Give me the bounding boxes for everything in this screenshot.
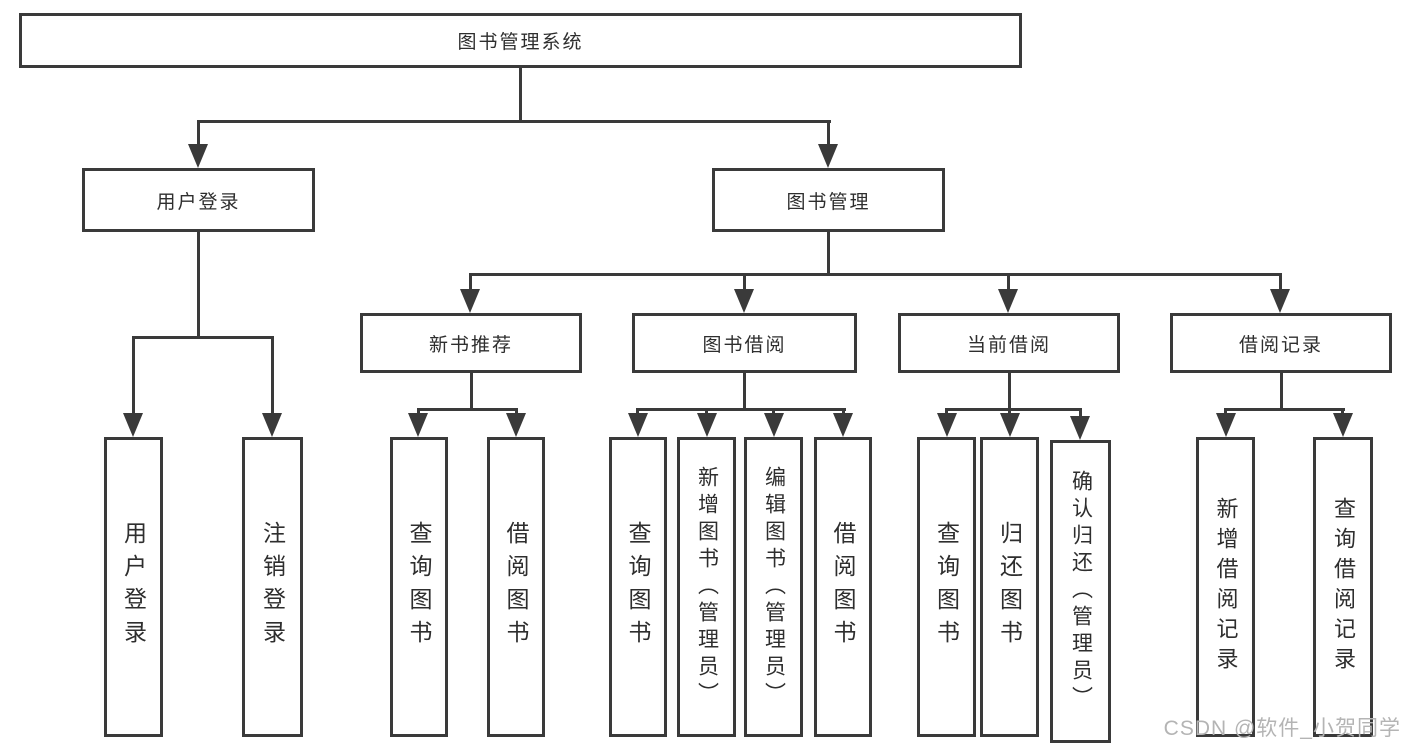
arrowhead-icon	[764, 413, 784, 437]
connector-line	[197, 232, 200, 336]
connector-line	[271, 336, 274, 413]
leaf-current-search-label: 查询图书	[933, 521, 960, 653]
leaf-record-search: 查询借阅记录	[1313, 437, 1373, 737]
leaf-current-return: 归还图书	[980, 437, 1039, 737]
node-current-borrow-label: 当前借阅	[966, 334, 1051, 356]
watermark: CSDN @软件_小贺同学	[1163, 717, 1401, 740]
connector-line	[1008, 373, 1011, 408]
node-book-management: 图书管理	[712, 168, 945, 232]
connector-line	[515, 408, 518, 413]
node-book-borrow: 图书借阅	[632, 313, 857, 373]
leaf-borrow-search-label: 查询图书	[625, 521, 651, 653]
leaf-newbook-search-label: 查询图书	[406, 521, 432, 653]
connector-line	[743, 373, 746, 408]
leaf-borrow-search: 查询图书	[609, 437, 667, 737]
leaf-borrow-add-admin: 新增图书（管理员）	[677, 437, 736, 737]
arrowhead-icon	[937, 413, 957, 437]
leaf-logout-label: 注销登录	[259, 521, 286, 653]
node-user-login-label: 用户登录	[156, 191, 241, 213]
connector-line	[636, 408, 846, 411]
node-current-borrow: 当前借阅	[898, 313, 1120, 373]
connector-line	[772, 408, 775, 413]
arrowhead-icon	[408, 413, 428, 437]
arrowhead-icon	[1000, 413, 1020, 437]
leaf-user-login-label: 用户登录	[120, 521, 147, 653]
connector-line	[842, 408, 845, 413]
connector-line	[945, 408, 948, 413]
connector-line	[1341, 408, 1344, 413]
connector-line	[197, 120, 831, 123]
node-root-label: 图书管理系统	[457, 32, 584, 53]
leaf-borrow-edit-admin: 编辑图书（管理员）	[744, 437, 803, 737]
arrowhead-icon	[833, 413, 853, 437]
arrowhead-icon	[1270, 289, 1290, 313]
arrowhead-icon	[998, 289, 1018, 313]
node-borrow-records: 借阅记录	[1170, 313, 1392, 373]
connector-line	[636, 408, 639, 413]
node-new-book-recommend-label: 新书推荐	[428, 334, 513, 356]
connector-line	[945, 408, 1082, 411]
connector-line	[417, 408, 518, 411]
connector-line	[519, 68, 522, 120]
node-new-book-recommend: 新书推荐	[360, 313, 582, 373]
leaf-newbook-borrow-label: 借阅图书	[503, 521, 529, 653]
arrowhead-icon	[1216, 413, 1236, 437]
connector-line	[470, 373, 473, 408]
node-book-management-label: 图书管理	[786, 191, 871, 213]
leaf-newbook-borrow: 借阅图书	[487, 437, 545, 737]
arrowhead-icon	[506, 413, 526, 437]
leaf-current-confirm-admin-label: 确认归还（管理员）	[1069, 470, 1093, 713]
connector-line	[1224, 408, 1345, 411]
node-root: 图书管理系统	[19, 13, 1022, 68]
arrowhead-icon	[1333, 413, 1353, 437]
arrowhead-icon	[818, 144, 838, 168]
node-book-borrow-label: 图书借阅	[702, 334, 787, 356]
connector-line	[827, 232, 830, 273]
arrowhead-icon	[123, 413, 143, 437]
leaf-user-login: 用户登录	[104, 437, 163, 737]
connector-line	[197, 121, 200, 144]
leaf-borrow-add-admin-label: 新增图书（管理员）	[695, 465, 719, 709]
node-borrow-records-label: 借阅记录	[1238, 334, 1323, 356]
leaf-borrow-borrow: 借阅图书	[814, 437, 872, 737]
connector-line	[1008, 408, 1011, 413]
leaf-current-confirm-admin: 确认归还（管理员）	[1050, 440, 1111, 743]
leaf-record-add: 新增借阅记录	[1196, 437, 1255, 737]
connector-line	[827, 121, 830, 144]
connector-line	[417, 408, 420, 413]
leaf-record-add-label: 新增借阅记录	[1213, 497, 1239, 677]
connector-line	[705, 408, 708, 413]
leaf-newbook-search: 查询图书	[390, 437, 448, 737]
leaf-current-return-label: 归还图书	[996, 521, 1023, 653]
connector-line	[469, 273, 472, 289]
connector-line	[1007, 273, 1010, 289]
arrowhead-icon	[697, 413, 717, 437]
connector-line	[469, 273, 1282, 276]
connector-line	[1280, 373, 1283, 408]
leaf-record-search-label: 查询借阅记录	[1331, 497, 1356, 677]
leaf-borrow-edit-admin-label: 编辑图书（管理员）	[762, 465, 786, 709]
arrowhead-icon	[262, 413, 282, 437]
arrowhead-icon	[734, 289, 754, 313]
leaf-logout: 注销登录	[242, 437, 303, 737]
arrowhead-icon	[460, 289, 480, 313]
arrowhead-icon	[188, 144, 208, 168]
arrowhead-icon	[628, 413, 648, 437]
connector-line	[132, 336, 135, 413]
connector-line	[1279, 273, 1282, 289]
connector-line	[1079, 408, 1082, 416]
connector-line	[132, 336, 274, 339]
connector-line	[743, 273, 746, 289]
leaf-current-search: 查询图书	[917, 437, 976, 737]
arrowhead-icon	[1070, 416, 1090, 440]
node-user-login: 用户登录	[82, 168, 315, 232]
connector-line	[1224, 408, 1227, 413]
leaf-borrow-borrow-label: 借阅图书	[830, 521, 856, 653]
